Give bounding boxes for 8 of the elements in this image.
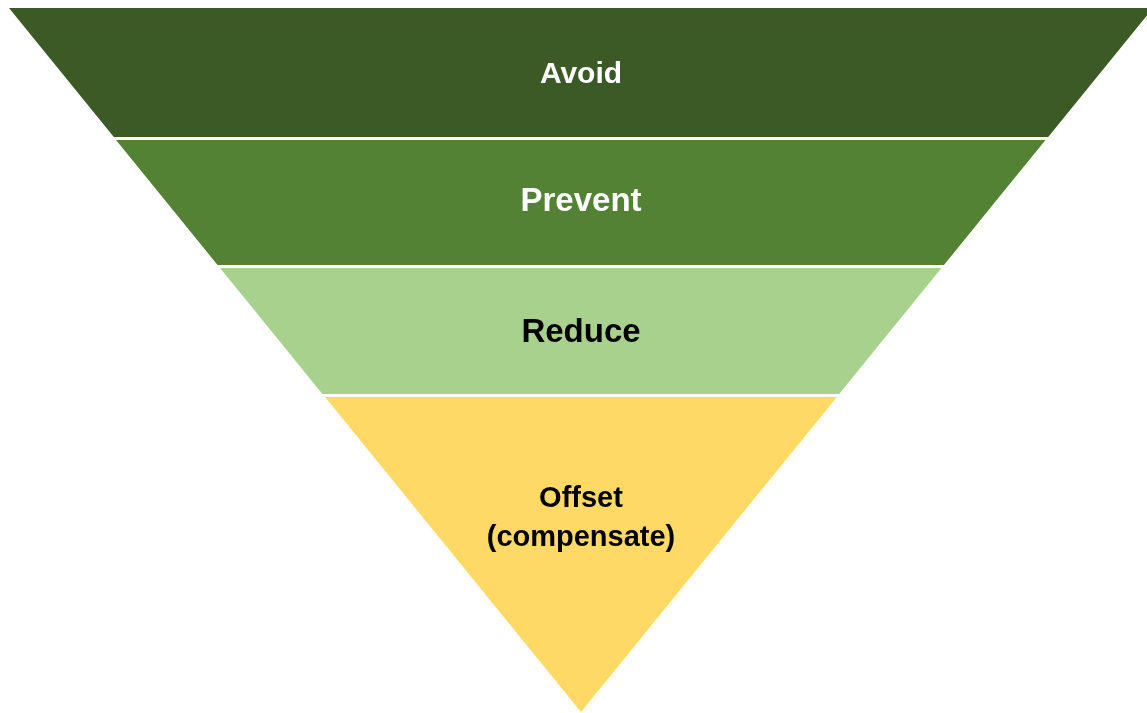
funnel-band (220, 268, 942, 394)
band-label: Reduce (520, 310, 642, 351)
funnel-band (9, 8, 1147, 137)
band-label: Prevent (519, 179, 643, 220)
band-label: Avoid (538, 54, 624, 91)
funnel-band (116, 140, 1046, 265)
band-label: Offset (compensate) (485, 479, 677, 554)
funnel-tip (325, 397, 837, 712)
